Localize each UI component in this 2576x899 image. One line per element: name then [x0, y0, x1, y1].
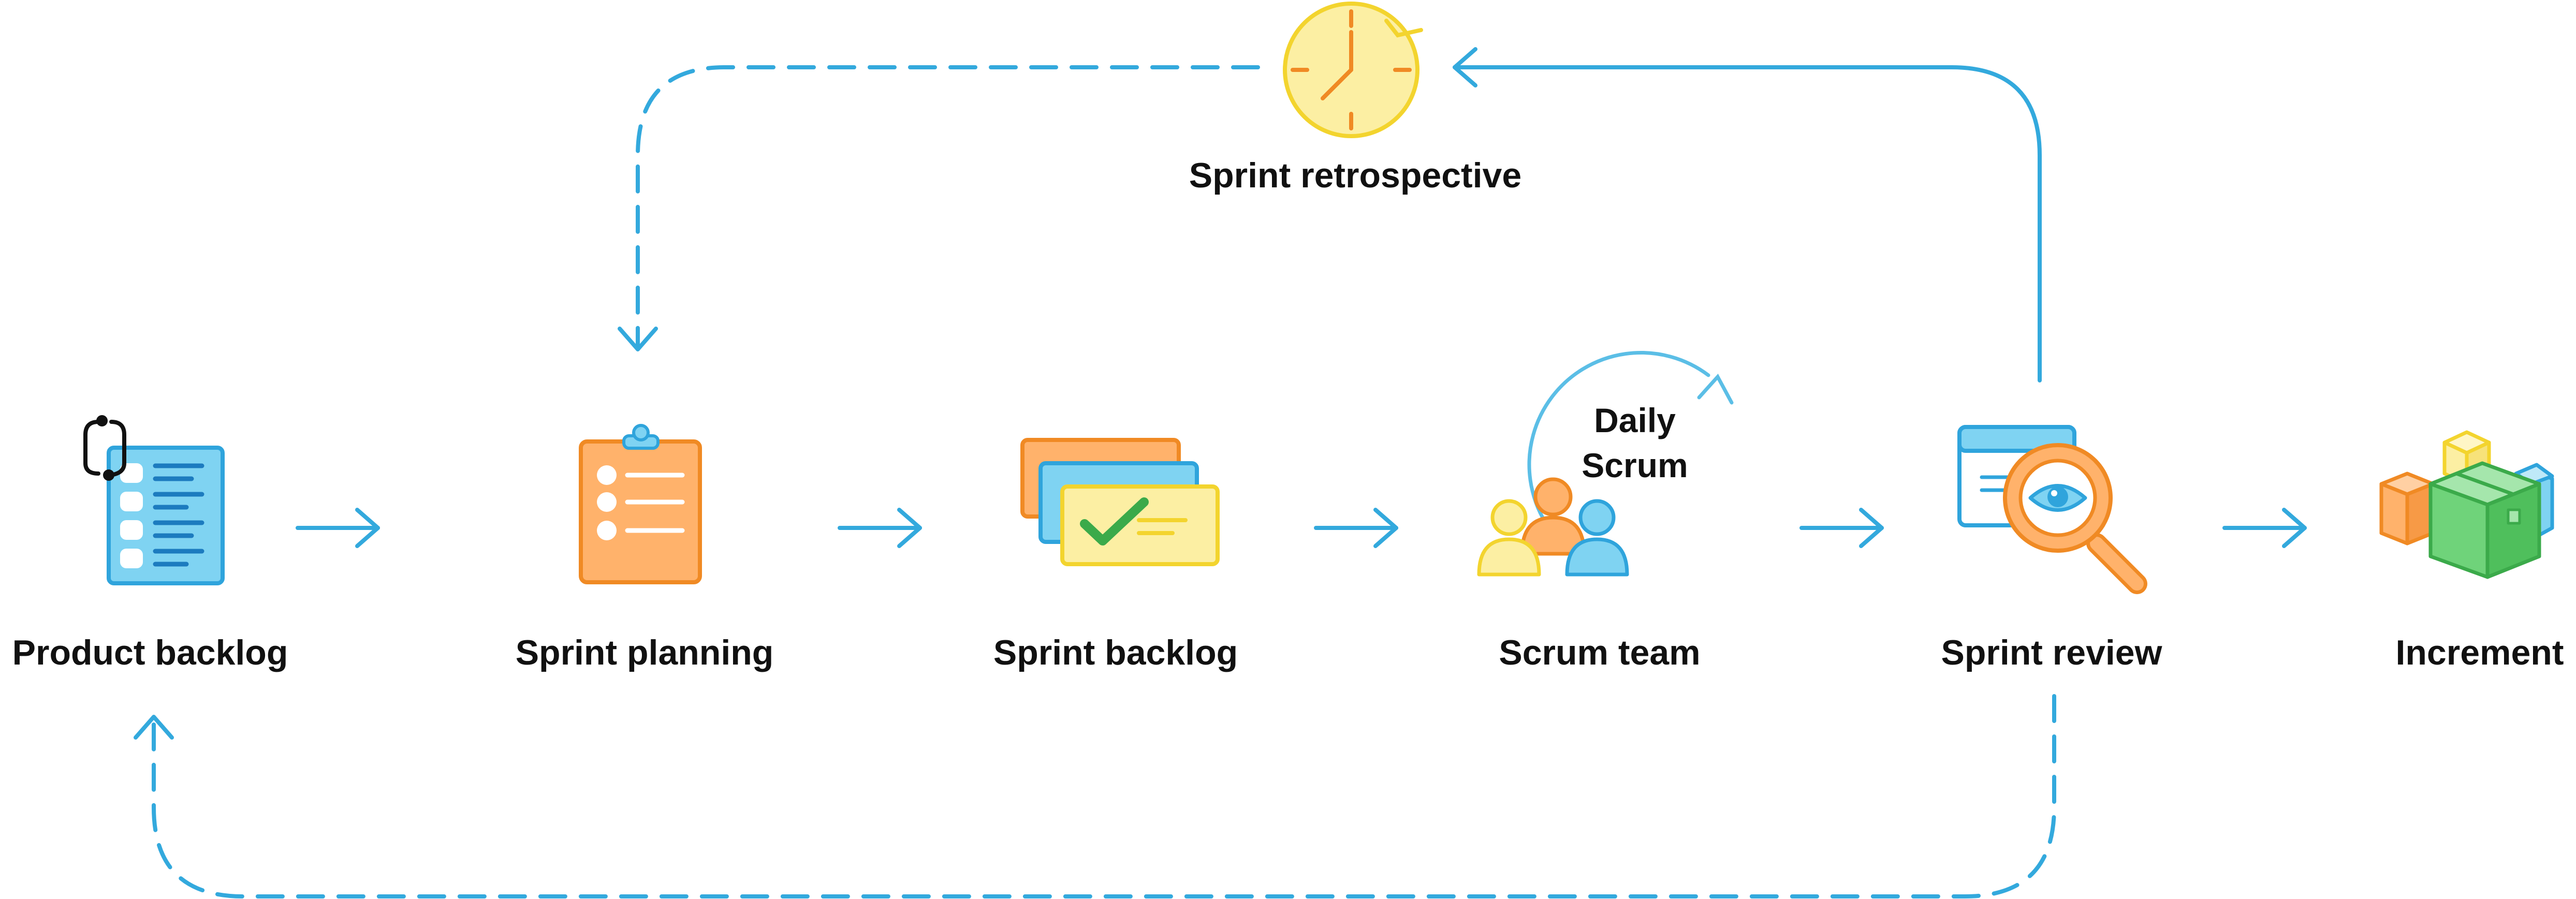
label-scrum-team: Scrum team — [1499, 633, 1700, 672]
clock-icon — [1283, 2, 1423, 138]
task-cards-icon — [1020, 438, 1220, 566]
label-sprint-retrospective: Sprint retrospective — [1189, 156, 1521, 195]
boxes-icon — [2379, 430, 2554, 579]
arrow-review-to-product-backlog — [152, 694, 2056, 898]
label-sprint-backlog: Sprint backlog — [993, 633, 1238, 672]
label-sprint-planning: Sprint planning — [516, 633, 774, 672]
label-product-backlog: Product backlog — [12, 633, 288, 672]
box-orange — [2379, 471, 2435, 546]
label-sprint-review: Sprint review — [1941, 633, 2162, 672]
arrow-review-to-product-backlog-head — [134, 715, 174, 740]
magnifier-eye-icon — [1957, 425, 2147, 594]
arrow-review-to-increment — [2222, 508, 2307, 548]
arrow-retrospective-to-planning-head — [618, 327, 658, 351]
step-labels: Product backlog Sprint planning Sprint b… — [12, 156, 2564, 672]
arrow-sprint-backlog-to-team — [1314, 508, 1398, 548]
daily-scrum-line2: Scrum — [1582, 446, 1688, 484]
box-green — [2428, 461, 2541, 579]
arrow-backlog-to-planning — [296, 508, 380, 548]
team-icon — [1477, 477, 1629, 577]
arrow-review-to-retrospective — [1453, 47, 2042, 382]
label-increment: Increment — [2396, 633, 2564, 672]
arrow-planning-to-sprint-backlog — [838, 508, 922, 548]
daily-scrum-loop — [1527, 351, 1734, 556]
daily-scrum-line1: Daily — [1594, 401, 1676, 439]
arrow-team-to-review — [1799, 508, 1884, 548]
arrow-retrospective-to-planning — [636, 65, 1260, 349]
clipboard-icon — [579, 424, 702, 584]
flow-arrows — [134, 47, 2307, 898]
product-backlog-icon — [83, 415, 225, 585]
